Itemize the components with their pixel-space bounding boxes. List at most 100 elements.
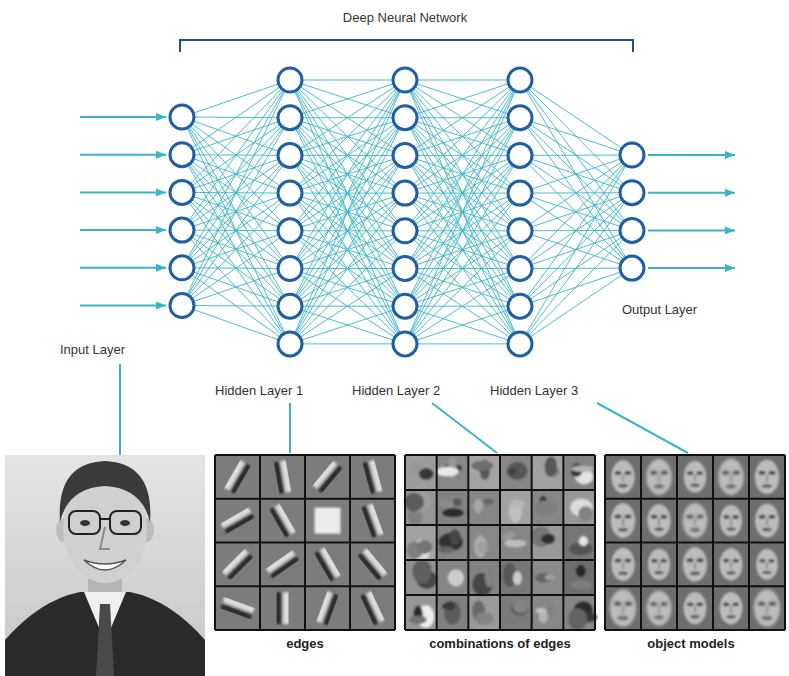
- eye-shape: [615, 471, 622, 475]
- filter-cell: [350, 499, 395, 543]
- filter-cell: [260, 586, 305, 630]
- connection-line: [520, 118, 632, 268]
- face-shape: [647, 504, 670, 537]
- filter-cell: [563, 455, 595, 490]
- connection-line: [405, 118, 520, 344]
- eye-shape: [697, 558, 704, 562]
- connection-line: [290, 269, 405, 344]
- eye-shape: [625, 515, 632, 519]
- connection-line: [290, 80, 405, 231]
- part-filter: [535, 602, 555, 623]
- filter-cell: [713, 455, 749, 499]
- part-filter: [511, 599, 529, 615]
- face-shape: [611, 503, 635, 538]
- face-shape: [683, 503, 708, 538]
- connection-line: [290, 80, 405, 344]
- grid-line: [405, 489, 595, 491]
- edge-filter: [363, 504, 381, 537]
- neuron: [170, 294, 194, 318]
- leader-line: [289, 403, 291, 453]
- connection-line: [520, 118, 632, 231]
- connection-line: [290, 80, 405, 269]
- part-filter: [438, 498, 463, 517]
- connection-line: [290, 80, 405, 306]
- neuron: [508, 106, 532, 130]
- filter-cell: [500, 490, 532, 525]
- connection-line: [520, 118, 632, 193]
- edge-filter: [316, 549, 339, 581]
- leader-line: [119, 364, 121, 455]
- grid-line: [605, 454, 785, 456]
- nose-shape: [658, 519, 660, 526]
- eye: [120, 520, 130, 526]
- neuron: [393, 219, 417, 243]
- bright-patch: [315, 508, 341, 534]
- mouth-shape: [726, 527, 735, 530]
- edge-filter: [359, 550, 386, 580]
- filter-cell: [563, 595, 595, 630]
- part-filter: [472, 601, 494, 625]
- filter-cell: [305, 543, 350, 587]
- filter-blob: [545, 457, 557, 477]
- connection-line: [182, 268, 290, 306]
- nose-shape: [730, 562, 732, 569]
- connection-line: [182, 231, 290, 306]
- grid-line: [562, 455, 564, 630]
- filter-cell: [641, 499, 677, 543]
- filter-blob: [483, 499, 494, 505]
- connection-line: [405, 80, 520, 231]
- network-bracket: [180, 40, 633, 52]
- eye-shape: [660, 559, 666, 563]
- filter-blob: [546, 602, 554, 617]
- face-filter: [648, 549, 670, 580]
- filter-blob: [545, 574, 554, 580]
- light-band: [284, 460, 290, 492]
- layer-label: Hidden Layer 1: [215, 383, 303, 399]
- edge-filter: [362, 592, 383, 624]
- connection-line: [290, 306, 405, 344]
- nose-shape: [658, 606, 660, 613]
- connection-line: [405, 306, 520, 344]
- face-shape: [718, 459, 743, 495]
- filter-cell: [605, 543, 641, 587]
- part-filter: [568, 601, 597, 629]
- connection-line: [182, 230, 290, 344]
- part-filter: [535, 573, 554, 583]
- connection-line: [182, 80, 290, 192]
- filter-cell: [468, 525, 500, 560]
- mouth-shape: [618, 616, 629, 620]
- neuron: [508, 294, 532, 318]
- neuron: [620, 218, 644, 242]
- filter-blob: [513, 571, 522, 585]
- filter-cell: [500, 595, 532, 630]
- grid-line: [605, 629, 785, 631]
- neuron: [508, 219, 532, 243]
- edge-filter: [221, 599, 254, 617]
- filter-blob: [576, 565, 585, 576]
- glasses-bridge: [100, 518, 110, 520]
- eye-shape: [758, 602, 766, 606]
- eye-shape: [697, 514, 704, 518]
- part-filter: [502, 532, 526, 547]
- connection-line: [182, 80, 290, 155]
- panel-space: [211, 455, 399, 636]
- eye-shape: [768, 515, 775, 519]
- filter-cell: [405, 455, 437, 490]
- face-filter: [611, 548, 634, 581]
- connection-line: [520, 230, 632, 344]
- face-filter: [720, 548, 743, 580]
- connection-line: [290, 343, 405, 344]
- face-filter: [684, 461, 706, 493]
- grid-line: [404, 455, 406, 630]
- connection-line: [182, 230, 290, 306]
- grid-line: [405, 524, 595, 526]
- part-filter: [474, 535, 488, 557]
- connection-line: [290, 118, 405, 344]
- leader-lines: [120, 364, 688, 455]
- eye-shape: [759, 515, 766, 519]
- panel-caption: edges: [211, 636, 399, 652]
- neuron: [508, 143, 532, 167]
- grid-line: [215, 585, 395, 587]
- face-shape: [684, 592, 707, 624]
